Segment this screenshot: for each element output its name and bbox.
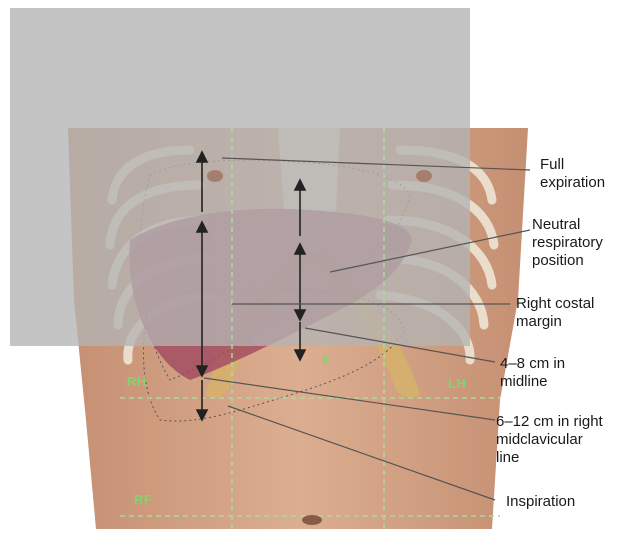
region-e: E	[322, 352, 331, 367]
navel	[302, 515, 322, 525]
right-nipple	[207, 170, 223, 182]
gray-overlay	[10, 8, 470, 346]
label-neutral-respiratory-position: Neutral respiratory position	[532, 216, 603, 270]
label-full-expiration: Full expiration	[540, 156, 605, 192]
label-inspiration: Inspiration	[506, 493, 575, 511]
left-nipple	[416, 170, 432, 182]
region-lh: LH	[448, 376, 466, 391]
label-right-costal-margin: Right costal margin	[516, 295, 594, 331]
region-rh: RH	[127, 374, 147, 389]
label-mcl-span: 6–12 cm in right midclavicular line	[496, 413, 603, 467]
label-midline-span: 4–8 cm in midline	[500, 355, 565, 391]
region-rf: RF	[134, 492, 152, 507]
